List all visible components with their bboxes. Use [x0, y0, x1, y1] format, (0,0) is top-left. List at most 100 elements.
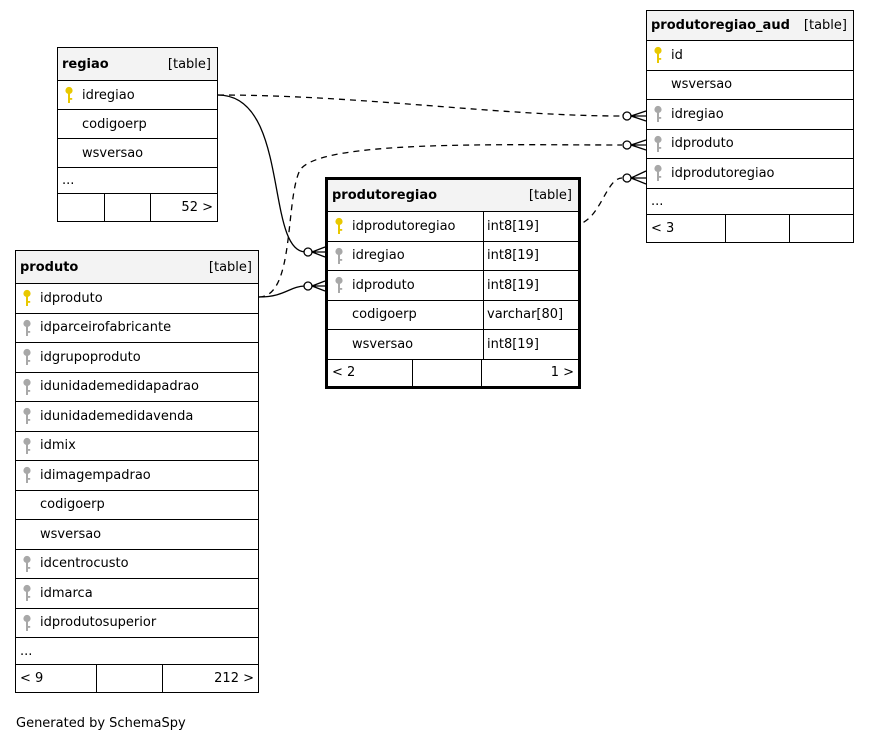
column-row[interactable]: idprodutoregiao [647, 159, 853, 189]
table-header[interactable]: produtoregiao_aud[table] [647, 11, 853, 41]
child-count[interactable]: 212 > [162, 665, 258, 692]
column-name: idcentrocusto [40, 556, 129, 572]
table-produtoregiao-aud[interactable]: produtoregiao_aud[table]id wsversao idregi… [646, 10, 854, 243]
child-count[interactable]: 1 > [481, 359, 578, 386]
column-row[interactable]: codigoerp varchar[80] [328, 300, 578, 330]
column-name: idprodutoregiao [671, 165, 775, 181]
column-name: idprodutoregiao [352, 218, 456, 234]
column-name: idparceirofabricante [40, 320, 172, 336]
foreign-key-icon [328, 247, 350, 265]
foreign-key-icon [647, 105, 669, 123]
column-row[interactable]: idcentrocusto [16, 550, 258, 579]
column-row[interactable]: wsversao [16, 520, 258, 550]
table-produtoregiao[interactable]: produtoregiao [table] idprodutoregiao int8[… [325, 177, 581, 389]
foreign-key-icon [16, 555, 38, 573]
column-name: wsversao [352, 336, 414, 352]
column-name: idregiao [352, 248, 405, 264]
column-row[interactable]: wsversao [647, 71, 853, 100]
column-name: wsversao [40, 526, 102, 542]
column-row[interactable]: idunidademedidavenda [16, 402, 258, 432]
column-name: id [671, 47, 683, 63]
column-row[interactable]: idregiao [58, 81, 217, 110]
edge-crowfoot-marker [630, 110, 647, 122]
column-row[interactable]: codigoerp [16, 491, 258, 520]
parent-count[interactable]: < 2 [332, 365, 356, 380]
foreign-key-icon [16, 407, 38, 425]
child-count[interactable]: 52 > [150, 194, 217, 221]
column-name: idproduto [671, 136, 734, 152]
column-row[interactable]: idprodutoregiao int8[19] [328, 212, 578, 242]
parent-count[interactable]: < 9 [20, 671, 44, 686]
table-name: produtoregiao [332, 188, 438, 203]
footer-spacer [412, 359, 481, 386]
column-type: int8[19] [483, 212, 578, 241]
column-name: codigoerp [352, 307, 417, 323]
column-row[interactable]: codigoerp [58, 110, 217, 139]
edge-optional-marker [622, 140, 632, 150]
primary-key-icon [58, 86, 80, 104]
table-kind: [table] [167, 56, 211, 72]
column-name: idunidademedidapadrao [40, 379, 199, 395]
column-name: codigoerp [82, 116, 147, 132]
primary-key-icon [16, 289, 38, 307]
more-columns-indicator: ... [647, 189, 853, 215]
column-name: idgrupoproduto [40, 349, 141, 365]
table-name: regiao [62, 56, 109, 72]
column-name: idproduto [40, 290, 103, 306]
column-row[interactable]: idproduto [16, 284, 258, 314]
column-row[interactable]: idunidademedidapadrao [16, 373, 258, 402]
column-name: idregiao [82, 87, 135, 103]
column-name: wsversao [671, 77, 733, 93]
column-row[interactable]: idparceirofabricante [16, 314, 258, 343]
foreign-key-icon [16, 378, 38, 396]
footer-spacer [96, 665, 162, 692]
table-footer: 52 > [58, 194, 217, 221]
primary-key-icon [647, 46, 669, 64]
column-name: idunidademedidavenda [40, 408, 194, 424]
column-type: int8[19] [483, 241, 578, 270]
column-row[interactable]: idregiao int8[19] [328, 241, 578, 271]
column-row[interactable]: idmarca [16, 579, 258, 609]
table-header[interactable]: produtoregiao [table] [328, 180, 578, 212]
table-footer: < 3 [647, 214, 853, 242]
table-header[interactable]: regiao [table] [58, 48, 217, 81]
column-type: varchar[80] [483, 300, 578, 329]
column-name: idregiao [671, 106, 724, 122]
column-row[interactable]: idmix [16, 432, 258, 461]
child-count[interactable] [789, 214, 853, 242]
table-kind: [table] [208, 259, 252, 275]
primary-key-icon [328, 217, 350, 235]
footer-spacer [104, 194, 150, 221]
edge-optional-marker [303, 247, 313, 257]
edge-crowfoot-marker [311, 246, 326, 258]
column-name: idimagempadrao [40, 467, 151, 483]
parent-count[interactable]: < 3 [651, 220, 675, 236]
footer-spacer [725, 214, 789, 242]
column-row[interactable]: idprodutosuperior [16, 609, 258, 638]
column-name: idproduto [352, 277, 415, 293]
column-row[interactable]: idregiao [647, 100, 853, 130]
table-footer: < 2 1 > [328, 359, 578, 386]
foreign-key-icon [16, 348, 38, 366]
foreign-key-icon [647, 135, 669, 153]
column-name: idprodutosuperior [40, 615, 157, 631]
generated-by-credit: Generated by SchemaSpy [16, 716, 186, 731]
foreign-key-icon [16, 319, 38, 337]
table-kind: [table] [528, 188, 572, 203]
column-row[interactable]: idgrupoproduto [16, 343, 258, 373]
edge-crowfoot-marker [630, 170, 647, 185]
foreign-key-icon [16, 437, 38, 455]
column-row[interactable]: id [647, 41, 853, 71]
column-row[interactable]: idimagempadrao [16, 461, 258, 491]
edge-produtoregiao-aud [572, 177, 623, 226]
parent-count[interactable] [58, 194, 104, 221]
column-name: codigoerp [40, 497, 105, 513]
column-row[interactable]: idproduto [647, 130, 853, 159]
table-header[interactable]: produto[table] [16, 251, 258, 284]
table-produto[interactable]: produto[table] idproduto idparceirofabrica… [15, 250, 259, 693]
column-row[interactable]: wsversao [58, 139, 217, 168]
column-name: idmarca [40, 585, 93, 601]
